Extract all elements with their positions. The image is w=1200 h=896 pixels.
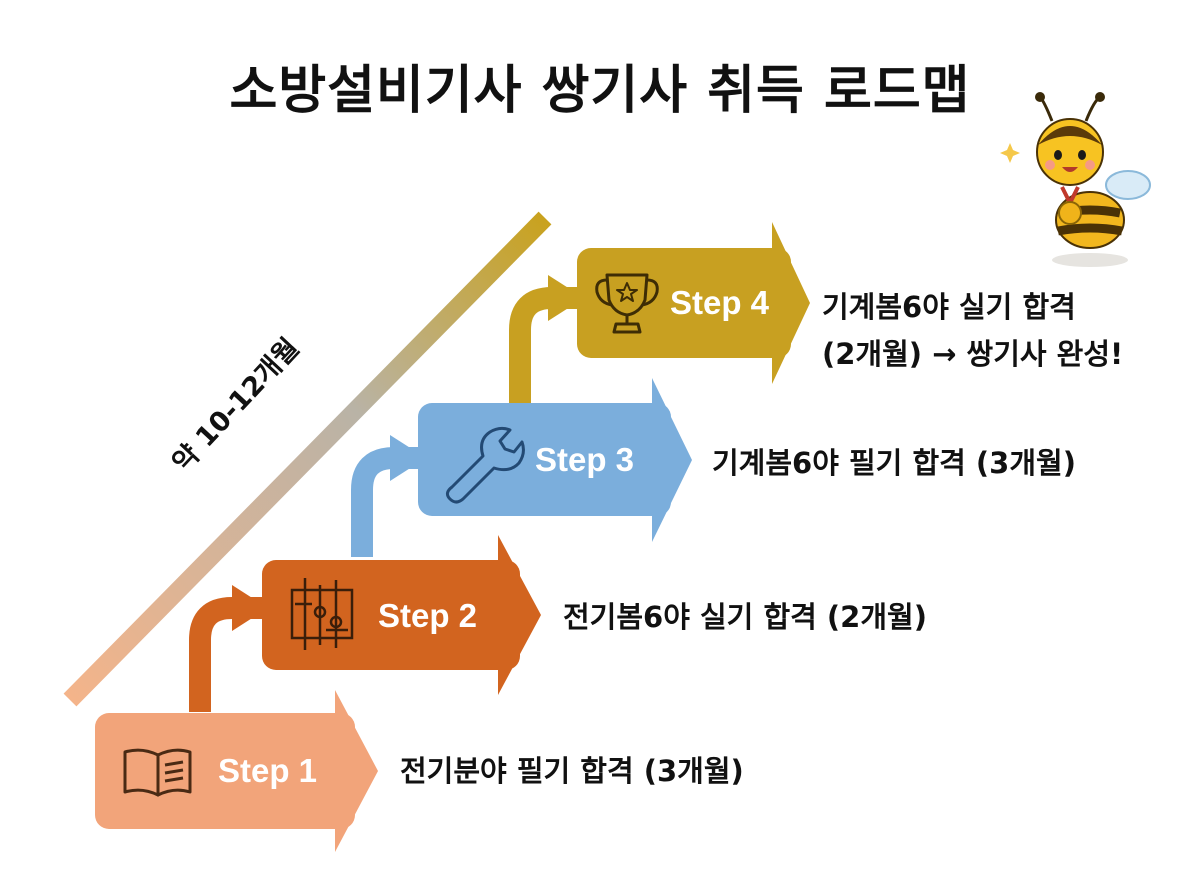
step3-label: Step 3: [535, 441, 635, 478]
step4-description-line2: (2개월) → 쌍기사 완성!: [822, 337, 1124, 371]
page-title: 소방설비기사 쌍기사 취득 로드맵: [229, 61, 971, 121]
step4-description-line1: 기계봄6야 실기 합격: [822, 290, 1076, 324]
bee-mascot: [1000, 92, 1151, 267]
step1-label: Step 1: [218, 752, 318, 789]
step2-arrow: [262, 535, 541, 695]
timeline-bar: [63, 211, 552, 707]
open-book-icon: [123, 748, 192, 797]
step1-description: 전기분야 필기 합격 (3개월): [400, 754, 744, 788]
step4-label: Step 4: [670, 284, 770, 321]
trophy-icon: [595, 273, 659, 334]
step2-label: Step 2: [378, 597, 478, 634]
step3-arrow: [418, 378, 692, 542]
step2-description: 전기봄6야 실기 합격 (2개월): [563, 600, 927, 634]
step1-arrow: [95, 690, 378, 852]
circuit-board-icon: [290, 578, 354, 650]
step3-description: 기계봄6야 필기 합격 (3개월): [712, 446, 1076, 480]
wrench-icon: [445, 426, 525, 504]
connector-1-2: [189, 597, 262, 712]
